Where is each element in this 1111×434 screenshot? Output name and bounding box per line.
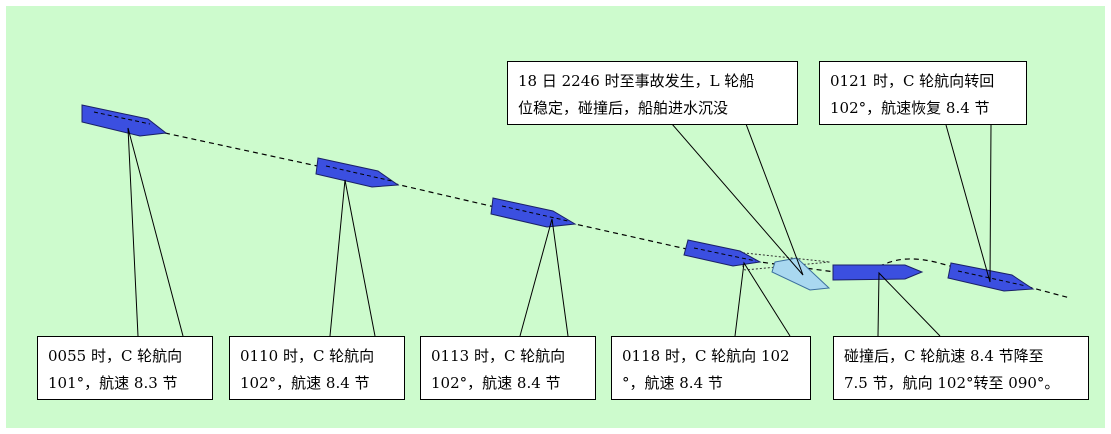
- callout-0121: 0121 时，C 轮航向转回 102°，航速恢复 8.4 节: [819, 61, 1027, 125]
- ship-0118: [683, 239, 762, 267]
- callout-0055-line-2: 101°，航速 8.3 节: [48, 374, 178, 392]
- pointer-0121: [945, 124, 992, 283]
- pointer-0118: [734, 261, 791, 337]
- callout-sinking: 18 日 2246 时至事故发生，L 轮船 位稳定，碰撞后，船舶进水沉没: [507, 61, 798, 125]
- ship-0055-heading: [93, 111, 151, 125]
- pointer-sinking: [671, 123, 804, 276]
- pointer-0055: [127, 127, 184, 337]
- pointer-0110: [329, 179, 376, 337]
- callout-0118-line-1: 0118 时，C 轮航向 102: [622, 347, 790, 365]
- callout-collision-line-2: 7.5 节，航向 102°转至 090°。: [844, 374, 1060, 392]
- callout-0110-line-2: 102°，航速 8.4 节: [240, 374, 370, 392]
- pointer-0113: [519, 218, 569, 337]
- callout-0118-line-2: °，航速 8.4 节: [622, 374, 723, 392]
- ship-0113-heading: [501, 205, 569, 222]
- callout-sinking-line-1: 18 日 2246 时至事故发生，L 轮船: [518, 72, 755, 90]
- ship-0055: [81, 104, 168, 137]
- ship-0110: [315, 157, 400, 188]
- callout-0118: 0118 时，C 轮航向 102 °，航速 8.4 节: [611, 336, 811, 400]
- ship-0113: [490, 197, 577, 228]
- callout-0055: 0055 时，C 轮航向 101°，航速 8.3 节: [37, 336, 213, 400]
- callout-sinking-line-2: 位稳定，碰撞后，船舶进水沉没: [518, 99, 729, 117]
- pointer-collision: [877, 271, 941, 337]
- ship-0110-hull: [315, 157, 400, 188]
- ship-0055-hull: [81, 104, 168, 137]
- callout-collision-line-1: 碰撞后，C 轮航速 8.4 节降至: [844, 347, 1044, 365]
- ship-0118-hull: [683, 239, 762, 267]
- callout-0121-line-1: 0121 时，C 轮航向转回: [830, 72, 995, 90]
- ship-0113-hull: [490, 197, 577, 228]
- track-line: [164, 132, 1071, 299]
- callout-0055-line-1: 0055 时，C 轮航向: [48, 347, 183, 365]
- callout-0113-line-1: 0113 时，C 轮航向: [431, 347, 566, 365]
- ship-0110-heading: [325, 165, 393, 182]
- callout-collision: 碰撞后，C 轮航速 8.4 节降至 7.5 节，航向 102°转至 090°。: [833, 336, 1089, 400]
- callout-0121-line-2: 102°，航速恢复 8.4 节: [830, 99, 990, 117]
- callout-0113: 0113 时，C 轮航向 102°，航速 8.4 节: [420, 336, 596, 400]
- ship-0118-heading: [693, 247, 757, 262]
- l-ship-sinking: [771, 257, 831, 291]
- ship-collision-hull: [832, 264, 924, 281]
- ship-0121-heading: [957, 270, 1027, 287]
- callout-0113-line-2: 102°，航速 8.4 节: [431, 374, 561, 392]
- l-ship-hull: [771, 257, 831, 291]
- callout-0110-line-1: 0110 时，C 轮航向: [240, 347, 375, 365]
- callout-0110: 0110 时，C 轮航向 102°，航速 8.4 节: [229, 336, 405, 400]
- ship-collision: [832, 264, 924, 281]
